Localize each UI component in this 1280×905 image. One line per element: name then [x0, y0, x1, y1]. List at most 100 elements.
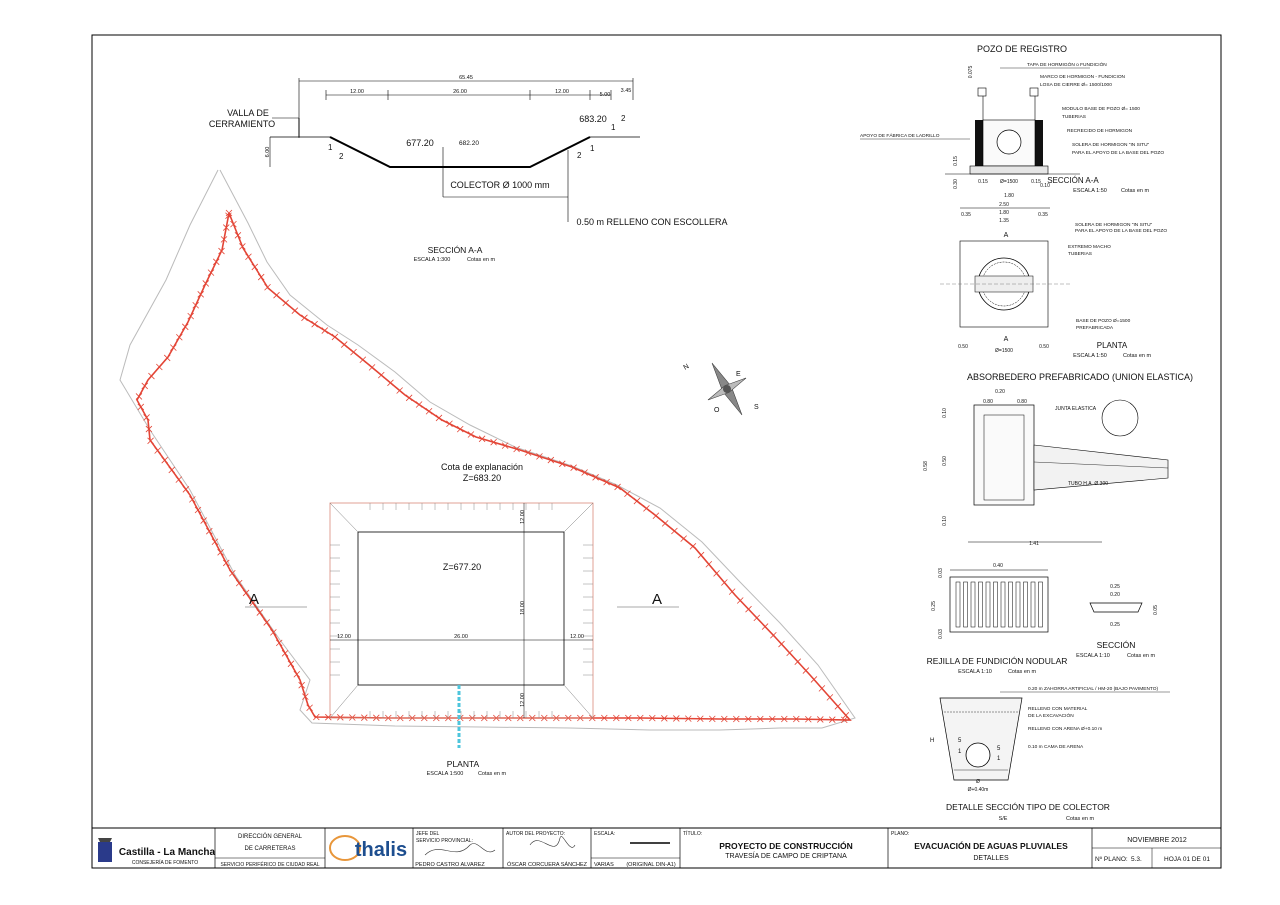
fence-mark [467, 431, 475, 438]
fence-mark [211, 538, 219, 546]
fence-mark [264, 283, 271, 291]
absorbedero-joint: JUNTA ELASTICA [1055, 406, 1097, 412]
slope-v-right: 1 [590, 144, 595, 153]
pozo-dim-3: 1.80 [1004, 193, 1014, 199]
fence-mark [220, 236, 228, 243]
fence-mark [810, 676, 818, 683]
fence-mark [793, 715, 800, 723]
fence-mark [728, 588, 736, 595]
plano-2: DETALLES [973, 855, 1009, 862]
fence-mark [301, 314, 308, 322]
absorbedero-detail: ABSORBEDERO PREFABRICADO (UNION ELASTICA… [923, 372, 1193, 547]
fence-mark [689, 543, 697, 550]
plan-title: PLANTA [447, 759, 480, 769]
nplano-value: 5.3. [1131, 856, 1142, 863]
fence-mark [263, 619, 270, 626]
pozo-plan-dim-5: 0.50 [958, 344, 968, 350]
fence-mark [350, 348, 357, 356]
plano-label: PLANO: [891, 831, 909, 837]
compass-n: N [683, 363, 691, 372]
fence-mark [189, 496, 196, 503]
fence-mark [359, 356, 367, 364]
pozo-dim-0: 0.15 [978, 179, 988, 185]
fence-mark [147, 437, 154, 445]
fence-mark [206, 527, 213, 535]
titulo-2: TRAVESÍA DE CAMPO DE CRIPTANA [725, 851, 847, 860]
colector-slope-r: 5 [997, 746, 1001, 752]
pozo-section-title: SECCIÓN A-A [1047, 176, 1099, 185]
pozo-plan-dim-3: 0.35 [961, 212, 971, 218]
jefe-name: PEDRO CASTRO ALVAREZ [415, 862, 485, 868]
fence-mark [225, 212, 232, 220]
fence-mark [769, 715, 776, 723]
colector-slope-r-b: 1 [997, 756, 1001, 762]
slope-h-top: 2 [621, 114, 626, 123]
fence-mark [680, 535, 687, 542]
rejilla-bar [963, 581, 968, 628]
colector-label-0: 0.20 m ZAHORRA ARTIFICIAL / HM-20 (BAJO … [1028, 686, 1158, 692]
fence-mark [673, 715, 680, 722]
fence-mark [840, 716, 848, 724]
plano-1: EVACUACIÓN DE AGUAS PLUVIALES [914, 840, 1068, 851]
absorbedero-dim-2: 0.80 [1017, 399, 1027, 405]
fence-mark [337, 714, 344, 721]
fence-mark [137, 403, 145, 411]
fence-mark [235, 579, 243, 587]
colector-label-1: RELLENO CON MATERIAL [1028, 706, 1088, 712]
dg-2: DE CARRETERAS [244, 846, 295, 852]
fence-mark [842, 712, 850, 719]
autor-label: AUTOR DEL PROYECTO: [506, 831, 565, 837]
fence-mark [478, 435, 486, 443]
fence-mark [425, 407, 433, 415]
fence-mark [245, 253, 252, 261]
nplano-label: Nº PLANO: [1095, 856, 1128, 863]
firm-name: thalis [355, 839, 407, 861]
rejilla-bar [955, 581, 961, 628]
fence-mark [637, 714, 644, 722]
section-mark-right: A [652, 591, 662, 608]
fence-mark [592, 474, 599, 481]
pozo-plan-mark-bottom: A [1004, 336, 1009, 343]
pozo-dim-6: 0.10 [1040, 183, 1050, 189]
slope-h-right: 2 [577, 151, 582, 160]
absorbedero-dim-6: 0.10 [942, 516, 948, 526]
dim-right: 12.00 [555, 89, 569, 95]
pozo-dim-1: Ø=1500 [1000, 179, 1018, 185]
fence-mark [148, 372, 155, 380]
fence-mark [697, 551, 705, 559]
site-plan: 12.00 26.00 12.00 12.00 18.00 12.00 Z=67… [119, 169, 856, 777]
fence-mark [217, 549, 224, 556]
colector-detail: 0.20 m ZAHORRA ARTIFICIAL / HM-20 (BAJO … [930, 686, 1170, 822]
fence-mark [302, 693, 309, 700]
fence-mark [349, 714, 356, 721]
escala-orig: (ORIGINAL DIN-A1) [626, 862, 675, 868]
fence-mark [624, 490, 631, 498]
escala-value: VARIAS [594, 862, 614, 868]
pozo-section: POZO DE REGISTRO TAPA DE HORMIGÓN o FUND… [860, 44, 1164, 199]
fence-mark [761, 623, 769, 630]
autor-signature [529, 836, 576, 848]
fence-mark [613, 714, 620, 722]
fence-mark [713, 570, 720, 577]
fence-mark [340, 341, 348, 348]
elev-mid: 682.20 [459, 140, 479, 147]
rejilla-sec-dim-2: 0.25 [1110, 622, 1120, 628]
fence-mark [249, 599, 257, 607]
pozo-plan-scale: ESCALA 1:50 [1073, 353, 1107, 359]
coat-of-arms-icon [98, 842, 112, 862]
rejilla-bar [1000, 581, 1006, 628]
rejilla-dim-0: 0.40 [993, 563, 1003, 569]
titulo-label: TÍTULO: [683, 830, 702, 837]
fence-mark [733, 715, 740, 723]
dim-r1: 5.00 [600, 92, 611, 98]
plan-dim-side: 18.00 [520, 601, 526, 615]
fence-mark [601, 714, 608, 722]
escala-label: ESCALA: [594, 831, 615, 837]
fence-mark [643, 505, 650, 512]
rejilla-scale: ESCALA 1:10 [958, 669, 992, 675]
fence-mark [625, 714, 632, 722]
fence-mark [501, 442, 509, 449]
rejilla-sec-units: Cotas en m [1127, 653, 1156, 659]
fence-mark [671, 527, 678, 535]
slope-hatch [330, 503, 593, 718]
